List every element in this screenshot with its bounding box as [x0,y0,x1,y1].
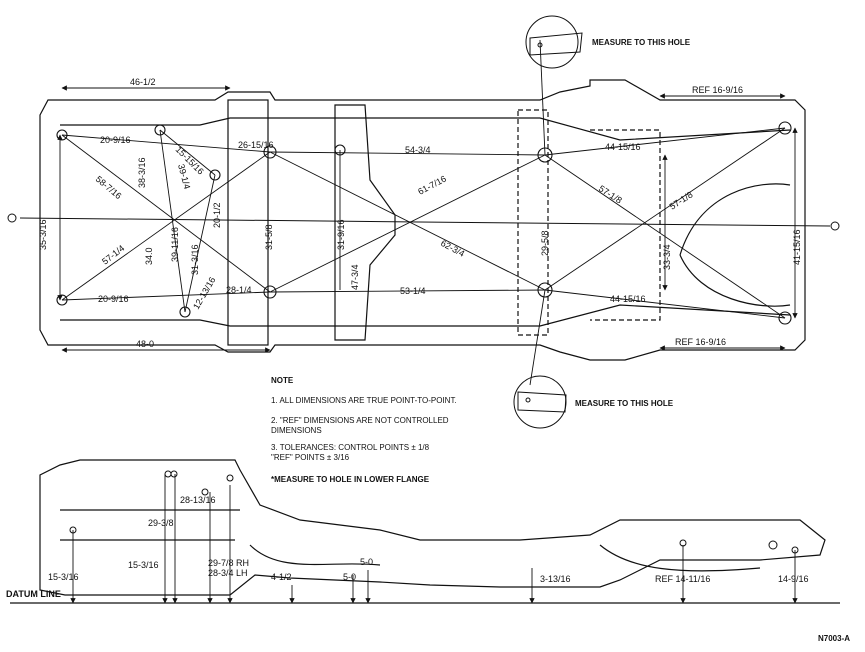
dim-label: 34.0 [144,247,154,265]
dim-label: 29-5/8 [540,230,550,256]
centerline [7,213,840,231]
dim-label: 61-7/16 [416,174,448,197]
note-item-3: 3. TOLERANCES: CONTROL POINTS ± 1/8 "REF… [271,443,430,462]
side-points [69,470,799,554]
dim-label: 57-1/8 [668,189,695,211]
dim-label: 44-15/16 [610,294,646,304]
dim-label: 3-13/16 [540,574,571,584]
dim-label: 41-15/16 [792,229,802,265]
figure-id: N7003-A [818,634,851,643]
note-item-2: 2. "REF" DIMENSIONS ARE NOT CONTROLLED D… [271,416,449,435]
dim-label: 53-1/4 [400,286,426,296]
callout-top-label: MEASURE TO THIS HOLE [592,38,691,47]
dim-label: 14-9/16 [778,574,809,584]
control-points [56,121,792,325]
dim-label: 38-3/16 [137,157,147,188]
note-item-1: 1. ALL DIMENSIONS ARE TRUE POINT-TO-POIN… [271,396,457,405]
dim-label: 26-15/16 [238,140,274,150]
dim-label: 28-3/4 LH [208,568,248,578]
dim-label: 5-0 [343,572,356,582]
callout-detail-top [525,15,583,69]
dim-label: 39-11/16 [170,227,180,262]
dim-label: 28-1/4 [226,285,252,295]
dim-label: 20-9/16 [100,135,131,145]
dim-label: REF 16-9/16 [675,337,726,347]
dim-label: 31-3/16 [190,244,200,275]
dim-label: REF 16-9/16 [692,85,743,95]
notes-title: NOTE [271,376,294,385]
dim-label: 15-3/16 [48,572,79,582]
datum-label: DATUM LINE [6,589,61,599]
measurement-lines [61,39,786,386]
dim-label: 4-1/2 [271,572,292,582]
dim-label: 12-13/16 [191,275,217,311]
extent-lines [57,85,798,353]
dim-label: 5-0 [360,557,373,567]
dim-label: 15-3/16 [128,560,159,570]
dim-label: 28-13/16 [180,495,216,505]
dim-label: 31-9/16 [336,219,346,250]
dim-label: 29-7/8 RH [208,558,249,568]
dim-label: 47-3/4 [350,264,360,290]
callout-bottom-label: MEASURE TO THIS HOLE [575,399,674,408]
dim-label: 44-15/16 [605,142,641,152]
dim-label: 62-3/4 [439,238,466,259]
dim-label: 20-9/16 [98,294,129,304]
side-view-labels: DATUM LINE 28-13/16 29-3/8 15-3/16 15-3/… [6,495,809,599]
dim-label: 46-1/2 [130,77,156,87]
dim-label: 54-3/4 [405,145,431,155]
notes-footnote: *MEASURE TO HOLE IN LOWER FLANGE [271,475,430,484]
dim-label: 29-3/8 [148,518,174,528]
dim-label: 57-1/8 [597,183,624,205]
dim-label: 20-1/2 [212,202,222,228]
frame-top-view [39,79,806,361]
dim-label: 33-3/4 [662,244,672,270]
side-verticals [70,474,798,604]
dim-label: 31-5/8 [264,224,274,250]
dim-label: 35-3/16 [38,219,48,250]
callout-detail-bottom [513,375,567,429]
dim-label: REF 14-11/16 [655,574,710,584]
dim-label: 48-0 [136,339,154,349]
